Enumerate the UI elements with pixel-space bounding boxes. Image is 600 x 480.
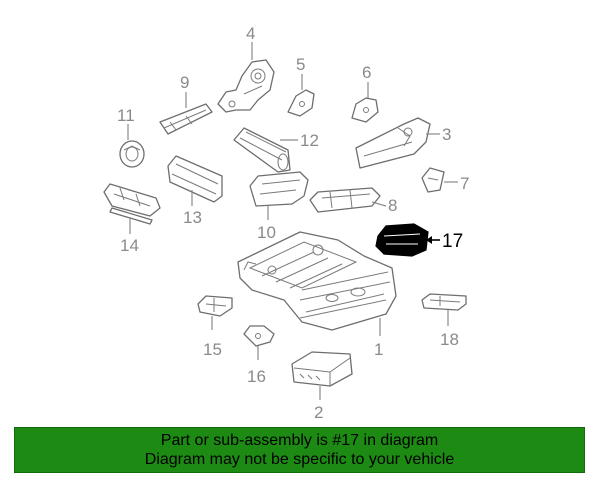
part-12[interactable] xyxy=(233,127,298,173)
part-18[interactable] xyxy=(421,293,467,326)
callout-14: 14 xyxy=(120,236,139,255)
callout-2: 2 xyxy=(314,403,323,422)
part-16[interactable] xyxy=(243,325,275,360)
callout-5: 5 xyxy=(296,55,305,74)
callout-9: 9 xyxy=(180,73,189,92)
part-8[interactable] xyxy=(309,187,387,213)
part-9[interactable] xyxy=(159,92,213,135)
part-2[interactable] xyxy=(291,351,353,400)
part-17[interactable] xyxy=(375,223,440,257)
callout-3: 3 xyxy=(442,125,451,144)
callout-10: 10 xyxy=(257,223,276,242)
callout-16: 16 xyxy=(247,367,266,386)
callout-18: 18 xyxy=(440,330,459,349)
part-15[interactable] xyxy=(197,295,233,330)
info-banner: Part or sub-assembly is #17 in diagram D… xyxy=(14,427,585,473)
callout-1: 1 xyxy=(374,340,383,359)
callout-12: 12 xyxy=(300,131,319,150)
part-5[interactable] xyxy=(287,74,315,117)
callout-8: 8 xyxy=(388,196,397,215)
part-14[interactable] xyxy=(103,183,161,234)
callout-15: 15 xyxy=(203,340,222,359)
part-3[interactable] xyxy=(355,117,440,169)
part-6[interactable] xyxy=(351,82,379,123)
callout-7: 7 xyxy=(460,174,469,193)
banner-line-2: Diagram may not be specific to your vehi… xyxy=(144,451,455,468)
callout-6: 6 xyxy=(362,63,371,82)
callout-11: 11 xyxy=(117,106,135,125)
part-13[interactable] xyxy=(167,155,223,206)
part-7[interactable] xyxy=(421,167,458,193)
part-10[interactable] xyxy=(249,171,309,220)
part-4[interactable] xyxy=(217,42,275,113)
banner-line-1: Part or sub-assembly is #17 in diagram xyxy=(160,432,439,449)
part-1[interactable] xyxy=(237,231,397,336)
callout-17: 17 xyxy=(442,231,463,252)
part-11[interactable] xyxy=(119,124,145,168)
callout-13: 13 xyxy=(183,208,202,227)
callout-4: 4 xyxy=(246,24,255,43)
